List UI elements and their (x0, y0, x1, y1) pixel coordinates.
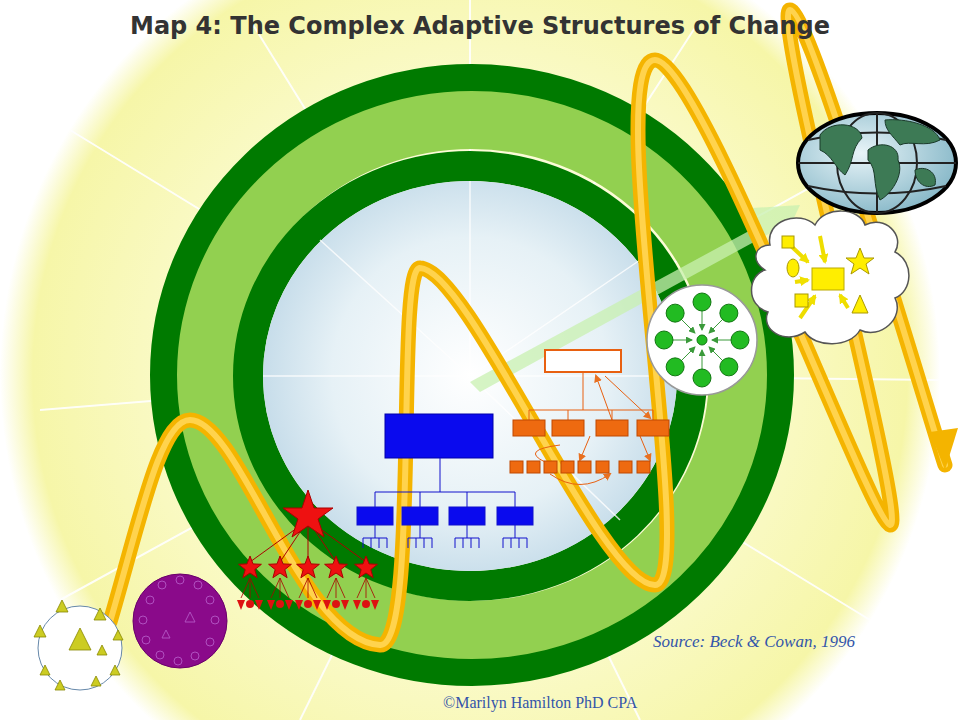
tick (467, 525, 468, 538)
orange-square (596, 461, 609, 473)
red-triangle (295, 600, 303, 610)
green-node (655, 331, 673, 349)
star-link (366, 578, 375, 598)
orange-square (637, 461, 650, 473)
red-star (269, 556, 292, 578)
globe (798, 113, 956, 213)
red-triangle (255, 600, 263, 610)
star-link (336, 578, 345, 598)
tick (363, 538, 387, 539)
green-node (693, 369, 711, 387)
star-link (308, 578, 309, 598)
tick (408, 538, 432, 539)
tick (432, 538, 433, 548)
green-node (666, 358, 684, 376)
green-node (731, 331, 749, 349)
blue-hierarchy (357, 414, 533, 548)
star-link (308, 578, 317, 598)
star-link (241, 578, 250, 598)
tick (515, 525, 516, 538)
red-triangle (267, 600, 275, 610)
tick (379, 538, 380, 548)
orange-square (578, 461, 591, 473)
orange-square (561, 461, 574, 473)
tick (463, 538, 464, 548)
star-link (250, 578, 259, 598)
green-node (693, 293, 711, 311)
red-dot (362, 600, 370, 608)
tick (387, 538, 388, 548)
green-node (720, 358, 738, 376)
red-dot (332, 600, 340, 608)
tick (455, 538, 456, 548)
tick (479, 538, 480, 548)
red-triangle (285, 600, 293, 610)
purple-circle (133, 574, 227, 668)
star-link (280, 578, 289, 598)
star-link (366, 578, 367, 598)
red-dot (246, 600, 254, 608)
green-node (666, 304, 684, 322)
source-note: Source: Beck & Cowan, 1996 (653, 632, 855, 652)
tribal-circle (34, 600, 123, 690)
tick (371, 538, 372, 548)
star-link (357, 578, 366, 598)
orange-square (527, 461, 540, 473)
tick (519, 538, 520, 548)
red-star (325, 556, 348, 578)
star-link (299, 578, 308, 598)
red-triangle (237, 600, 245, 610)
green-hub (697, 335, 707, 345)
tick (420, 525, 421, 538)
orange-square (619, 461, 632, 473)
red-triangle (313, 600, 321, 610)
red-star (297, 556, 320, 578)
star-link (250, 578, 251, 598)
tick (471, 538, 472, 548)
orange-network (510, 350, 669, 485)
tick (503, 538, 504, 548)
red-star (239, 556, 262, 578)
tick (527, 538, 528, 548)
red-triangle (341, 600, 349, 610)
green-node (720, 304, 738, 322)
yellow-cloud (752, 211, 909, 344)
red-triangle (323, 600, 331, 610)
tick (424, 538, 425, 548)
diagram-title: Map 4: The Complex Adaptive Structures o… (130, 12, 830, 40)
tick (503, 538, 527, 539)
orange-square (510, 461, 523, 473)
star-link (327, 578, 336, 598)
tick (363, 538, 364, 548)
tick (455, 538, 479, 539)
tick (511, 538, 512, 548)
green-network (647, 285, 757, 395)
copyright-note: ©Marilyn Hamilton PhD CPA (443, 694, 637, 712)
tick (408, 538, 409, 548)
star-link (271, 578, 280, 598)
star-link (280, 578, 281, 598)
orange-square (544, 461, 557, 473)
red-dot (304, 600, 312, 608)
tick (416, 538, 417, 548)
red-triangle (371, 600, 379, 610)
tick (375, 525, 376, 538)
red-star (355, 556, 378, 578)
red-dot (276, 600, 284, 608)
star-link (336, 578, 337, 598)
red-triangle (353, 600, 361, 610)
